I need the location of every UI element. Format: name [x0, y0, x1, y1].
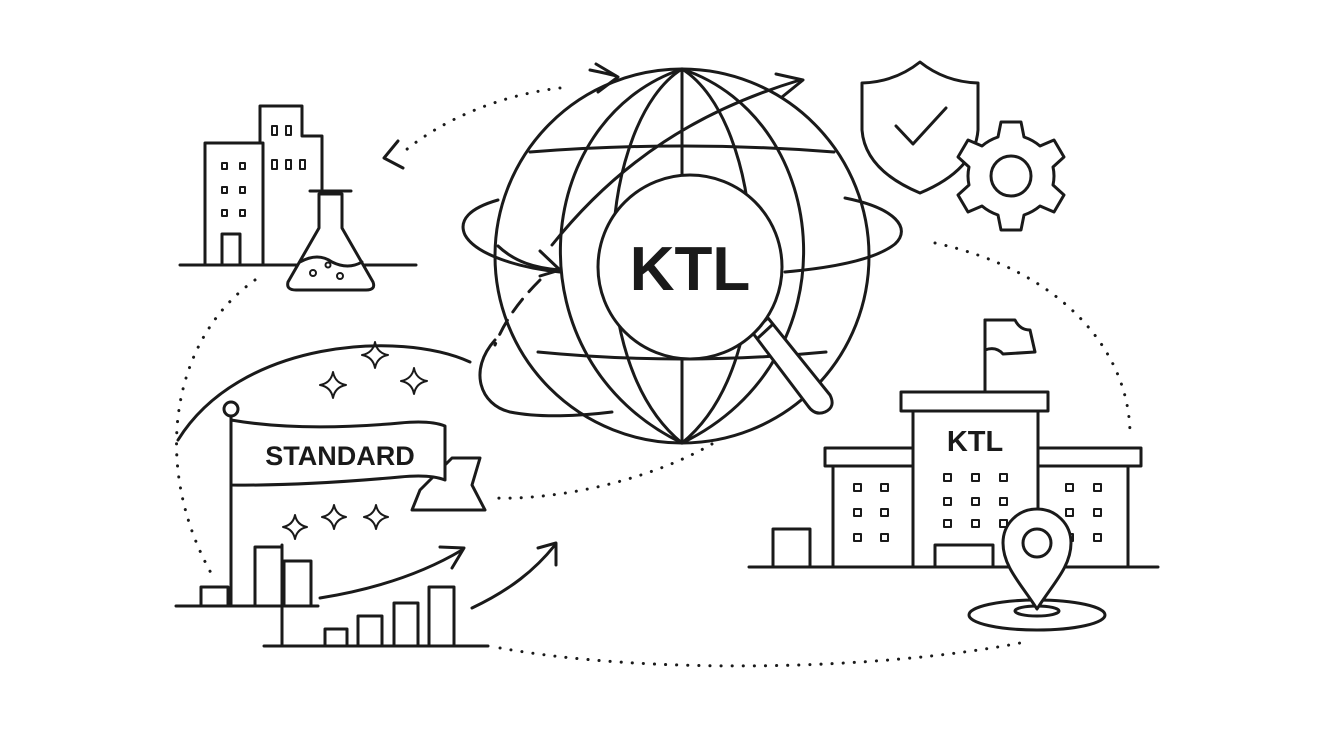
globe-label: KTL [630, 235, 751, 304]
standard-banner-flag: STANDARD [222, 400, 487, 607]
dotted-arc-left-loop [175, 278, 257, 582]
bar-chart-left [174, 545, 466, 608]
dotted-arc-bottom [498, 641, 1022, 668]
gear-icon [956, 120, 1066, 232]
banner-label: STANDARD [265, 441, 415, 471]
dotted-connectors [175, 86, 1132, 668]
shield-check-icon [860, 60, 980, 195]
dotted-arc-globe-to-banner [493, 442, 714, 500]
arrow-left-icon [382, 139, 405, 170]
lab-building-icon [178, 104, 418, 267]
sparkle-icons [282, 341, 428, 540]
ktl-building-icon: KTL [747, 318, 1160, 569]
bar-chart-right [262, 541, 558, 648]
flask-icon [286, 189, 376, 292]
location-pin-icon [967, 507, 1107, 632]
magnifier-icon: KTL [596, 173, 834, 415]
curve-over-banner [176, 344, 472, 442]
building-sign: KTL [947, 426, 1003, 458]
dotted-arc-globe-to-lab [398, 86, 562, 157]
